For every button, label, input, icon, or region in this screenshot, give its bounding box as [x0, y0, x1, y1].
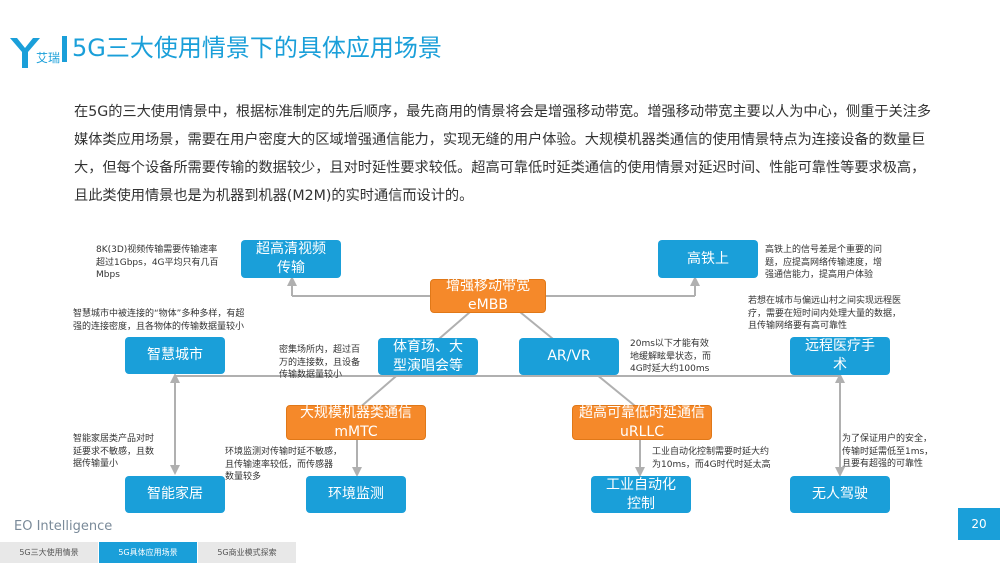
tab-business-model[interactable]: 5G商业模式探索 [198, 542, 297, 563]
note-driverless: 为了保证用户的安全， 传输时延需低至1ms， 且要有超强的可靠性 [842, 434, 934, 469]
brand-name: EO Intelligence [14, 519, 113, 534]
box-env-monitor: 环境监测 [306, 476, 406, 513]
note-smart-home: 智能家居类产品对时 延要求不敏感，且数 据传输量小 [73, 434, 155, 469]
box-urllc: 超高可靠低时延通信 uRLLC [572, 405, 712, 440]
tab-specific-scenarios[interactable]: 5G具体应用场景 [99, 542, 198, 563]
logo-text: 艾瑞 [36, 51, 60, 65]
note-arvr: 20ms以下才能有效 地缓解眩晕状态，而 4G时延大约100ms [630, 339, 712, 374]
tab-three-scenarios[interactable]: 5G三大使用情景 [0, 542, 99, 563]
intro-paragraph: 在5G的三大使用情景中，根据标准制定的先后顺序，最先商用的情景将会是增强移动带宽… [74, 104, 932, 204]
box-embb: 增强移动带宽 eMBB [430, 278, 546, 313]
company-logo: 艾瑞 [10, 38, 60, 68]
page-title: 5G三大使用情景下的具体应用场景 [72, 34, 442, 62]
box-smart-city: 智慧城市 [125, 337, 225, 374]
note-uhd-video: 8K(3D)视频传输需要传输速率 超过1Gbps，4G平均只有几百 Mbps [96, 245, 219, 280]
box-driverless: 无人驾驶 [790, 476, 890, 513]
box-smart-home: 智能家居 [125, 476, 225, 513]
note-remote-medical: 若想在城市与偏远山村之间实现远程医 疗，需要在短时间内处理大量的数据， 且传输网… [748, 296, 902, 331]
title-accent-bar [62, 36, 67, 62]
page-number: 20 [958, 508, 1000, 540]
box-arvr: AR/VR [519, 338, 619, 375]
note-high-speed-rail: 高铁上的信号差是个重要的问 题，应提高网络传输速度，增 强通信能力，提高用户体验 [765, 245, 883, 280]
note-env-monitor: 环境监测对传输时延不敏感， 且传输速率较低，而传感器 数量较多 [225, 447, 343, 482]
box-high-speed-rail: 高铁上 [658, 240, 758, 278]
box-stadium: 体育场、大 型演唱会等 [378, 338, 478, 375]
box-remote-medical: 远程医疗手 术 [790, 337, 890, 375]
box-industrial-auto: 工业自动化 控制 [591, 476, 691, 513]
note-industrial-auto: 工业自动化控制需要时延大约 为10ms，而4G时代时延太高 [652, 447, 771, 470]
box-uhd-video: 超高清视频 传输 [241, 240, 341, 278]
note-stadium: 密集场所内，超过百 万的连接数，且设备 传输数据量较小 [279, 345, 361, 380]
section-tabs: 5G三大使用情景 5G具体应用场景 5G商业模式探索 [0, 542, 297, 563]
note-smart-city: 智慧城市中被连接的“物体”多种多样，有超 强的连接密度，且各物体的传输数据量较小 [73, 309, 245, 332]
box-mmtc: 大规模机器类通信 mMTC [286, 405, 426, 440]
